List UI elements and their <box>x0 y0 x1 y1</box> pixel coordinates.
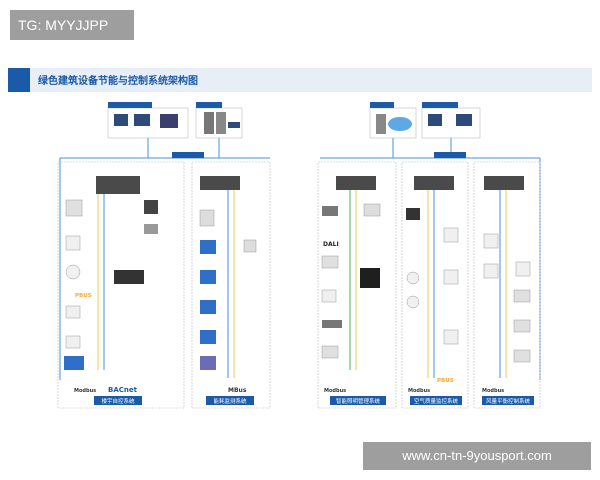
frame-bas <box>57 161 185 409</box>
label-modbus-bas: Modbus <box>74 388 96 394</box>
backbone-tag-left <box>172 152 204 158</box>
badge-bas <box>94 396 142 405</box>
label-dali: DALI <box>323 241 339 248</box>
badge-air <box>410 396 462 405</box>
badge-energy <box>206 396 254 405</box>
workstation-group-right <box>421 102 481 139</box>
controller-bas <box>96 176 140 194</box>
label-modbus-air: Modbus <box>408 388 430 394</box>
frame-energy <box>191 161 271 409</box>
server-group-left <box>195 102 243 139</box>
title-bar: 绿色建筑设备节能与控制系统架构图 <box>8 68 592 92</box>
backbone-tag-right <box>434 152 466 158</box>
frame-lighting <box>317 161 397 409</box>
badge-lighting <box>330 396 386 405</box>
workstation-group-left <box>107 102 189 139</box>
watermark: www.cn-tn-9yousport.com <box>363 442 591 470</box>
badge-bas-text: 楼宇自控系统 <box>101 397 135 405</box>
frame-ventilation <box>473 161 541 409</box>
label-pbus-left: PBUS <box>75 293 92 299</box>
label-mbus: MBus <box>228 387 247 394</box>
controller-energy <box>200 176 240 190</box>
label-bacnet: BACnet <box>108 386 138 394</box>
label-modbus-lighting: Modbus <box>324 388 346 394</box>
title-accent <box>8 68 30 92</box>
badge-energy-text: 能耗监测系统 <box>213 397 247 405</box>
badge-ventilation-text: 风量平衡控制系统 <box>486 397 531 405</box>
controller-ventilation <box>484 176 524 190</box>
frame-air <box>401 161 469 409</box>
diagram-title: 绿色建筑设备节能与控制系统架构图 <box>38 76 198 87</box>
label-pbus-right: PBUS <box>437 378 454 384</box>
badge-air-text: 空气质量监控系统 <box>414 397 459 405</box>
tag-label: TG: MYYJJPP <box>10 10 134 40</box>
label-modbus-ventilation: Modbus <box>482 388 504 394</box>
field-buses <box>97 190 507 378</box>
badge-lighting-text: 智能照明管理系统 <box>336 397 381 405</box>
controller-lighting <box>336 176 376 190</box>
device-icons <box>64 199 531 370</box>
cloud-group <box>369 102 417 139</box>
controller-air <box>414 176 454 190</box>
badge-ventilation <box>482 396 534 405</box>
